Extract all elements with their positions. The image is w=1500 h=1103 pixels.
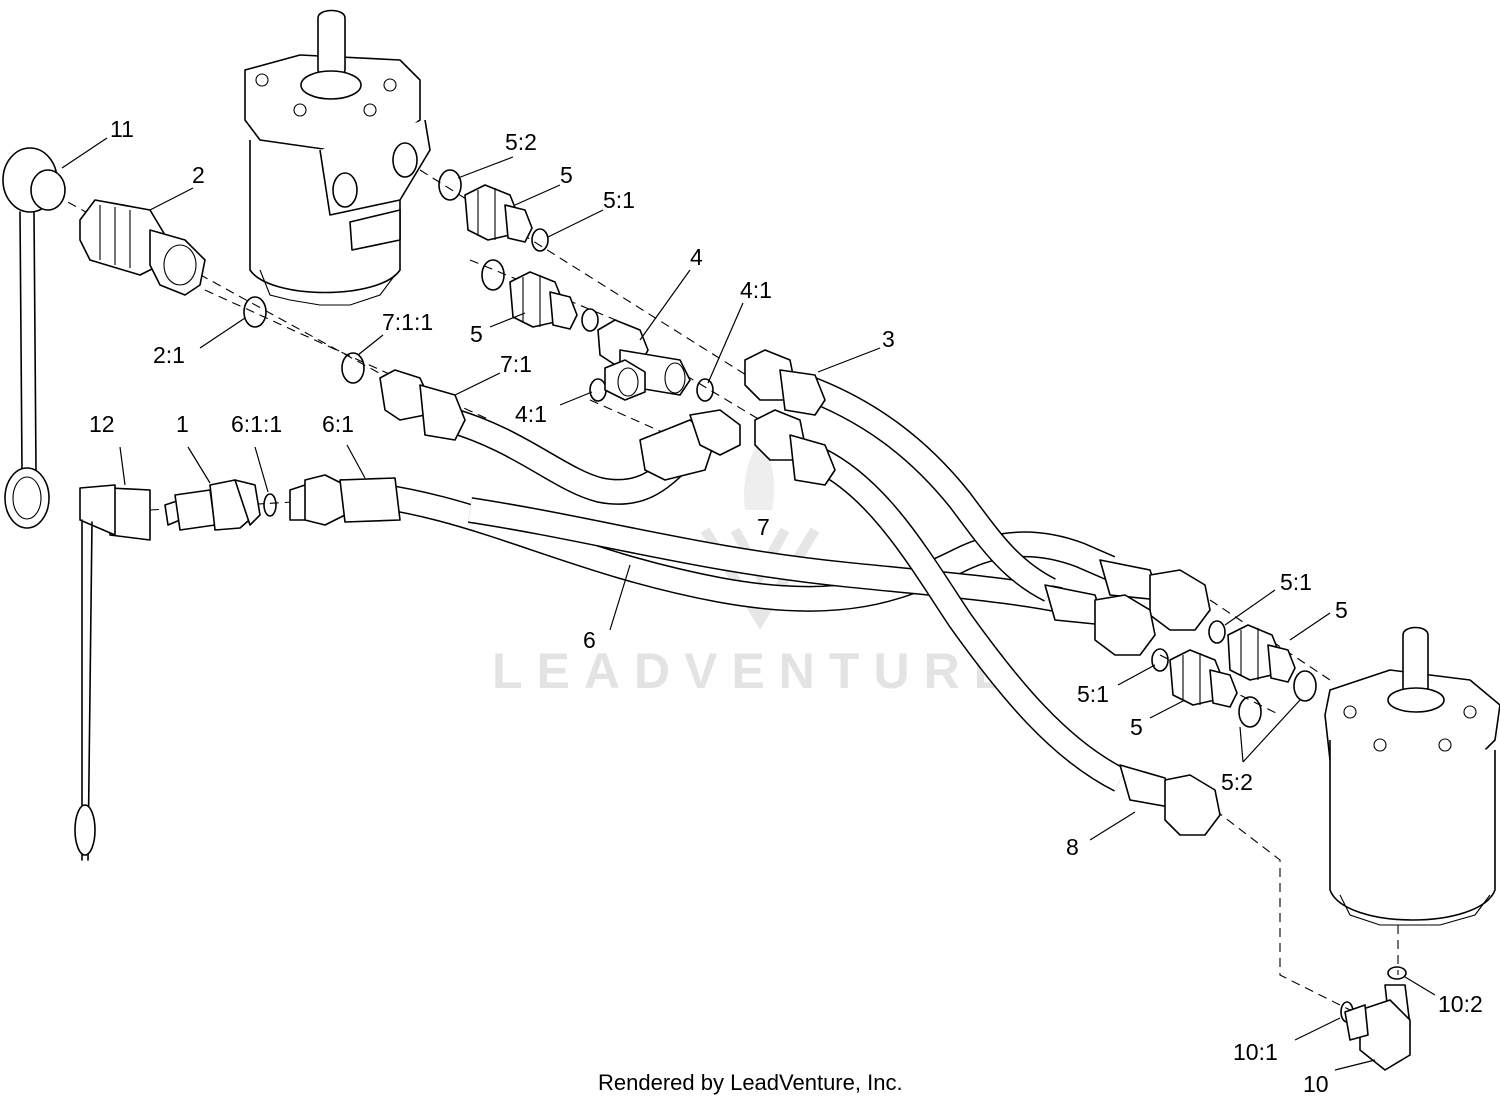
callout-5-2-top: 5:2 [505, 129, 537, 155]
fitting-7-elbow [639, 409, 741, 481]
adapters-5 [464, 184, 1296, 708]
callout-5-mid: 5 [470, 321, 483, 347]
oring-5-2-r2 [1238, 696, 1262, 728]
callout-12: 12 [89, 411, 115, 437]
hose-3 [795, 372, 1057, 602]
hose-fittings [289, 349, 1221, 836]
adapter-5-r2 [1169, 649, 1238, 708]
hydraulic-motor-top [244, 9, 431, 306]
leader-lines [61, 137, 1436, 1071]
fitting-6-end [1099, 559, 1211, 631]
fitting-8-end [1119, 764, 1221, 836]
callout-4: 4 [690, 244, 703, 270]
callout-3: 3 [882, 326, 895, 352]
callout-4-1-a: 4:1 [740, 277, 772, 303]
oring-5-2-top [438, 169, 462, 201]
callout-5-1-r1: 5:1 [1280, 569, 1312, 595]
callout-labels: 11 2 5:2 5 5:1 4 4:1 3 7:1:1 5 2:1 7:1 4… [89, 116, 1483, 1097]
callout-5-1-top: 5:1 [603, 187, 635, 213]
footer-credit: Rendered by LeadVenture, Inc. [598, 1070, 903, 1095]
fitting-3-top [744, 349, 826, 416]
callout-5-1-r2: 5:1 [1077, 681, 1109, 707]
callout-5-r2: 5 [1130, 714, 1143, 740]
callout-7: 7 [757, 514, 770, 540]
callout-7-1-1: 7:1:1 [382, 309, 433, 335]
part-1-plug [164, 479, 261, 531]
callout-2: 2 [192, 162, 205, 188]
callout-5-2-r: 5:2 [1221, 769, 1253, 795]
callout-8: 8 [1066, 834, 1079, 860]
callout-10-1: 10:1 [1233, 1039, 1278, 1065]
part-2-coupler [79, 199, 206, 296]
oring-5-2-r1 [1293, 670, 1317, 702]
callout-5-r1: 5 [1335, 597, 1348, 623]
oring-2-1 [243, 296, 267, 328]
fitting-6-1 [289, 474, 401, 526]
oring-5-2-mid [481, 259, 505, 291]
oring-5-1-mid [581, 308, 599, 332]
oring-5-1-r2 [1151, 648, 1169, 672]
oring-5-1-top [531, 228, 549, 252]
hoses [339, 372, 1126, 792]
callout-1: 1 [176, 411, 189, 437]
fitting-8-top [754, 409, 836, 486]
callout-6-1: 6:1 [322, 411, 354, 437]
hose-8 [813, 448, 1126, 792]
part-10-elbow [1344, 984, 1411, 1071]
fitting-7-end [1044, 584, 1156, 656]
adapter-5-r1 [1227, 624, 1296, 683]
o-rings [243, 169, 1407, 1023]
oring-7-1-1 [341, 352, 365, 384]
watermark-text: LEADVENTURE [492, 643, 1021, 699]
callout-7-1: 7:1 [500, 351, 532, 377]
watermark: LEADVENTURE [492, 440, 1021, 699]
oring-6-1-1 [263, 493, 277, 517]
callout-10-2: 10:2 [1438, 991, 1483, 1017]
callout-10: 10 [1303, 1071, 1329, 1097]
adapter-5-top [464, 184, 533, 243]
oring-4-1-a [589, 378, 607, 402]
callout-6-1-1: 6:1:1 [231, 411, 282, 437]
callout-4-1-b: 4:1 [515, 401, 547, 427]
part-4-tee [597, 319, 691, 401]
hose-7 [446, 407, 1063, 613]
callout-2-1: 2:1 [153, 342, 185, 368]
oring-10-2 [1387, 966, 1407, 980]
callout-6: 6 [583, 627, 596, 653]
adapter-5-mid [509, 271, 578, 330]
fitting-7-1 [379, 369, 466, 441]
part-12-cap [74, 484, 151, 861]
callout-5-top: 5 [560, 162, 573, 188]
callout-11: 11 [110, 116, 134, 142]
part-11-cap [2, 147, 66, 529]
oring-5-1-r1 [1208, 620, 1226, 644]
oring-4-1-b [696, 378, 714, 402]
hydraulic-motor-bottom [1324, 626, 1500, 926]
